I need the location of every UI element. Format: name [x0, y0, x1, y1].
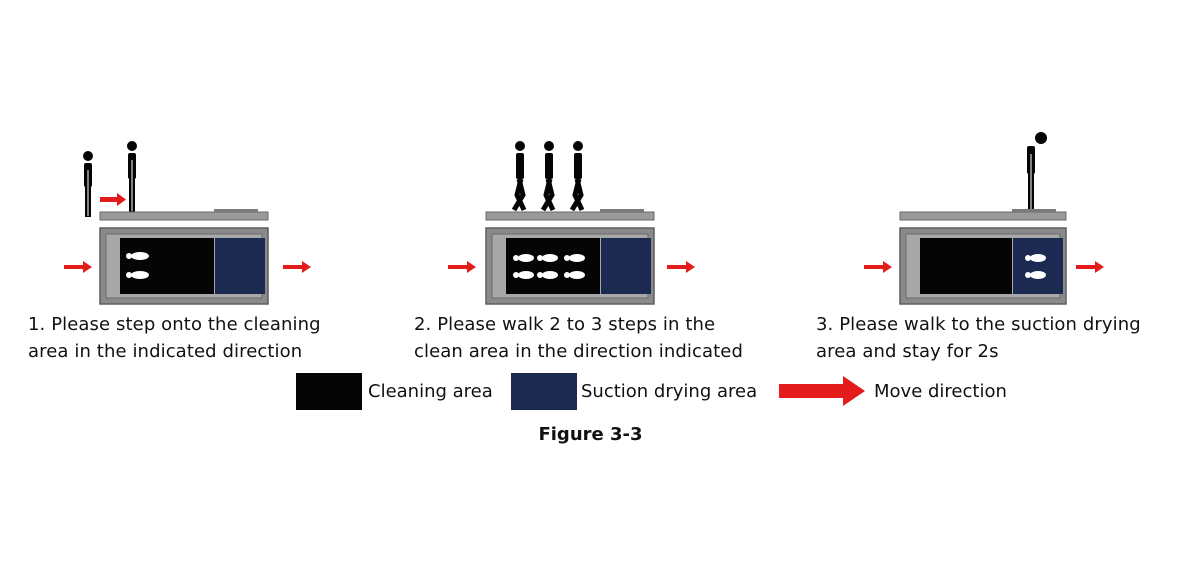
step-3-panel: 3. Please walk to the suction drying are…: [816, 120, 1176, 370]
step-1-illustration: [64, 141, 311, 305]
arrow-icon: [64, 261, 92, 273]
person-icon: [1027, 132, 1047, 210]
arrow-icon: [864, 261, 892, 273]
move-direction-arrow-icon: [779, 376, 865, 406]
step-1-panel: 1. Please step onto the cleaning area in…: [28, 120, 388, 370]
move-direction-label: Move direction: [874, 381, 1007, 402]
step-2-line-2: clean area in the direction indicated: [414, 341, 744, 362]
arrow-icon: [667, 261, 695, 273]
footprint-icon: [1025, 254, 1046, 279]
step-2-line-1: 2. Please walk 2 to 3 steps in the: [414, 314, 716, 335]
drying-area: [1013, 238, 1063, 294]
person-icon: [83, 151, 93, 217]
arrow-icon: [100, 193, 126, 206]
arrow-icon: [283, 261, 311, 273]
step-3-caption: 3. Please walk to the suction drying are…: [816, 311, 1152, 365]
footprint-icon: [513, 254, 585, 279]
step-1-line-1: 1. Please step onto the cleaning: [28, 314, 321, 335]
legend: Cleaning area Suction drying area Move d…: [0, 373, 1181, 413]
step-1-caption: 1. Please step onto the cleaning area in…: [28, 311, 348, 365]
drying-area: [601, 238, 651, 294]
top-plate: [99, 211, 269, 221]
cleaning-area: [120, 238, 214, 294]
top-plate: [899, 211, 1067, 221]
step-2-panel: 2. Please walk 2 to 3 steps in the clean…: [414, 120, 774, 370]
footprint-icon: [126, 252, 149, 279]
cleaning-area-swatch: [296, 373, 362, 410]
step-3-illustration: [864, 132, 1104, 305]
person-icon: [127, 141, 137, 212]
arrow-icon: [1076, 261, 1104, 273]
cleaning-area-label: Cleaning area: [368, 381, 493, 402]
arrow-icon: [448, 261, 476, 273]
top-plate: [485, 211, 655, 221]
step-1-line-2: area in the indicated direction: [28, 341, 303, 362]
step-2-illustration: [448, 141, 695, 305]
figure-title: Figure 3-3: [538, 424, 643, 445]
person-icon: [511, 141, 527, 212]
cleaning-area: [920, 238, 1012, 294]
step-3-line-1: 3. Please walk to the suction drying: [816, 314, 1141, 335]
drying-area: [215, 238, 265, 294]
drying-area-swatch: [511, 373, 577, 410]
drying-area-label: Suction drying area: [581, 381, 758, 402]
person-icon: [569, 141, 585, 212]
step-2-caption: 2. Please walk 2 to 3 steps in the clean…: [414, 311, 750, 365]
person-icon: [540, 141, 556, 212]
step-3-line-2: area and stay for 2s: [816, 341, 999, 362]
cleaning-area: [506, 238, 600, 294]
